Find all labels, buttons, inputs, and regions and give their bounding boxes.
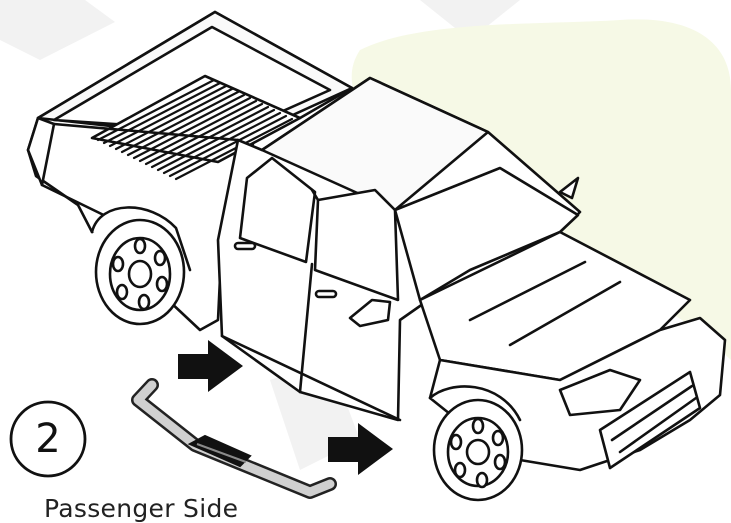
- rear-wheel: [96, 220, 184, 324]
- front-wheel: [434, 400, 522, 500]
- step-number-circle: [11, 402, 85, 476]
- push-arrow: [178, 340, 243, 392]
- caption: Passenger Side: [44, 494, 238, 523]
